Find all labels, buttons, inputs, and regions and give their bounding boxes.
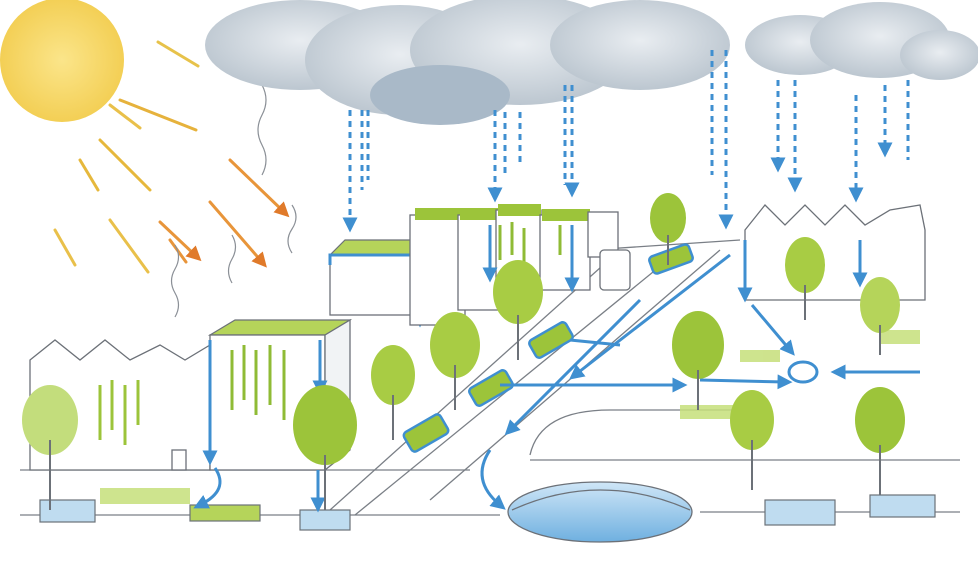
heat-haze (170, 84, 297, 318)
tree (22, 385, 78, 510)
tree (730, 390, 774, 490)
tree (785, 237, 825, 320)
cloud-small (745, 2, 978, 80)
tree (371, 345, 415, 440)
rain-arrows (342, 50, 910, 233)
tree (293, 385, 357, 510)
retention-pond (507, 481, 693, 543)
green-facade (230, 345, 286, 420)
cloud-large (205, 0, 730, 125)
rain-clouds (205, 0, 978, 125)
tree (493, 260, 543, 360)
right-row-houses (737, 204, 926, 303)
left-row-houses (29, 339, 211, 471)
sun-ray-arrows (53, 40, 290, 274)
sun-icon (0, 0, 124, 122)
green-roof-building-front (202, 318, 353, 472)
runoff-flow-arrows (480, 253, 920, 510)
street-trees (22, 193, 905, 510)
tree (860, 277, 900, 355)
storm-drain (787, 360, 819, 384)
underground-storage (39, 467, 936, 531)
tree (855, 387, 905, 495)
tree (430, 312, 480, 410)
tree (650, 193, 686, 265)
tree (672, 311, 724, 410)
bioswale-planters (402, 243, 694, 453)
